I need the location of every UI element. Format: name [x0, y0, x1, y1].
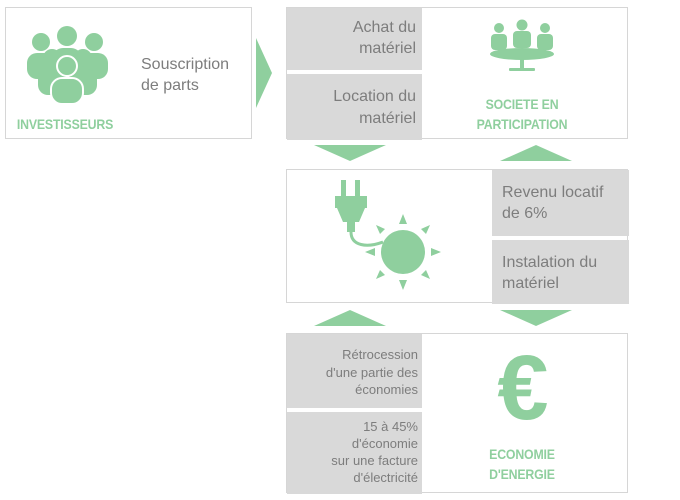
- savings-rate-line1: 15 à 45%: [363, 419, 418, 434]
- purchase-line1: Achat du: [352, 19, 416, 36]
- investors-label: INVESTISSEURS: [16, 116, 114, 132]
- retrocession-panel: Rétrocession d'une partie des économies: [287, 334, 422, 408]
- rental-line1: Location du: [333, 88, 416, 105]
- investors-box: INVESTISSEURS Souscription de parts: [5, 7, 252, 139]
- retrocession-line3: économies: [355, 382, 418, 397]
- sun-icon: [365, 214, 441, 290]
- savings-box: Rétrocession d'une partie des économies …: [286, 333, 628, 494]
- euro-icon: €: [497, 337, 549, 439]
- installation-line1: Instalation du: [502, 254, 598, 271]
- arrow-right-icon: [256, 38, 272, 108]
- retrocession-line1: Rétrocession: [342, 347, 418, 362]
- rental-line2: matériel: [359, 110, 416, 127]
- savings-rate-line4: d'électricité: [353, 470, 418, 485]
- company-label-line2: PARTICIPATION: [476, 116, 568, 132]
- plug-icon: [335, 180, 384, 247]
- subscription-line1: Souscription: [141, 56, 230, 73]
- company-box: Achat du matériel Location du matériel S…: [286, 7, 628, 140]
- rental-income-panel: Revenu locatif de 6%: [492, 170, 629, 236]
- rental-income-line2: de 6%: [502, 205, 548, 222]
- installation-line2: matériel: [502, 275, 559, 292]
- rental-panel: Location du matériel: [287, 74, 422, 140]
- people-group-icon: [27, 26, 108, 105]
- savings-label-line1: ECONOMIE: [489, 446, 555, 462]
- savings-label-line2: D'ENERGIE: [489, 466, 555, 482]
- meeting-table-icon: [490, 19, 554, 71]
- arrow-down-icon: [500, 310, 572, 326]
- installation-panel: Instalation du matériel: [492, 240, 629, 304]
- arrow-up-icon: [314, 310, 386, 326]
- purchase-line2: matériel: [359, 40, 416, 57]
- arrow-up-icon: [500, 145, 572, 161]
- subscription-line2: de parts: [141, 77, 199, 94]
- purchase-panel: Achat du matériel: [287, 8, 422, 70]
- rental-income-line1: Revenu locatif: [502, 184, 604, 201]
- company-label-line1: SOCIETE EN: [485, 96, 559, 112]
- savings-rate-panel: 15 à 45% d'économie sur une facture d'él…: [287, 412, 422, 494]
- savings-rate-line3: sur une facture: [331, 453, 418, 468]
- arrow-down-icon: [314, 145, 386, 161]
- energy-box: Revenu locatif de 6% Instalation du maté…: [286, 169, 629, 304]
- savings-rate-line2: d'économie: [351, 436, 418, 451]
- retrocession-line2: d'une partie des: [325, 365, 418, 380]
